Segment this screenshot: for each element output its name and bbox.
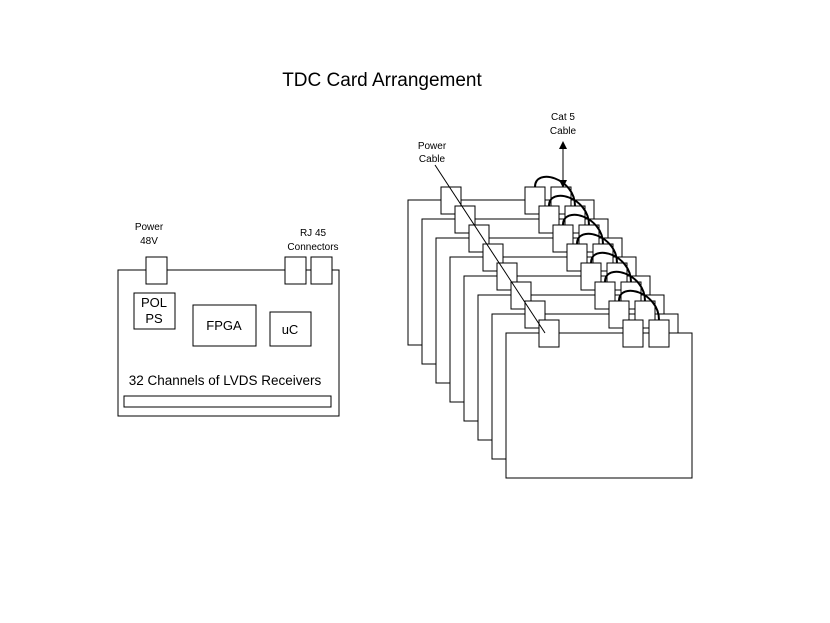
pol-ps-label-line1: POL — [141, 295, 167, 310]
cat5-jumper-4 — [576, 232, 618, 264]
cat5-jumper-5 — [590, 251, 632, 283]
power-cable-label-line2: Cable — [419, 154, 446, 165]
fpga-box — [192, 304, 257, 347]
cat5-jumper-7 — [618, 289, 660, 321]
fpga-label: FPGA — [206, 318, 242, 333]
pol-ps-label-line2: PS — [145, 311, 163, 326]
uc-box — [269, 311, 312, 347]
lvds-receiver-strip — [123, 395, 332, 408]
cat5-jumper-1 — [534, 175, 576, 207]
cat5-jumper-2 — [548, 194, 590, 226]
rj45-connector-2 — [310, 256, 333, 285]
cat5-jumper-3 — [562, 213, 604, 245]
rj45-connector-1 — [284, 256, 307, 285]
power-cable-line — [434, 164, 546, 334]
rj45-label-line1: RJ 45 — [300, 228, 327, 239]
rj45-label-line2: Connectors — [287, 242, 338, 253]
single-tdc-card: Power 48V RJ 45 Connectors POL PS FPGA u… — [117, 222, 340, 417]
card-stack: Power Cable Cat 5 Cable — [407, 112, 693, 479]
cat5-cable-label-line2: Cable — [550, 126, 577, 137]
pol-ps-box — [133, 292, 176, 330]
stacked-card-8-rj45-connector-2 — [648, 319, 670, 348]
power-connector — [145, 256, 168, 285]
lvds-receivers-label: 32 Channels of LVDS Receivers — [129, 373, 322, 388]
stacked-card-8-power-connector — [538, 319, 560, 348]
power-48v-label-line1: Power — [135, 222, 164, 233]
cat5-jumper-6 — [604, 270, 646, 302]
power-cable-label-line1: Power — [418, 141, 447, 152]
uc-label: uC — [282, 322, 299, 337]
cat5-cable-label-line1: Cat 5 — [551, 112, 575, 123]
stacked-card-8 — [505, 332, 693, 479]
stacked-card-8-rj45-connector-1 — [622, 319, 644, 348]
diagram-title: TDC Card Arrangement — [282, 70, 482, 91]
power-48v-label-line2: 48V — [140, 236, 158, 247]
